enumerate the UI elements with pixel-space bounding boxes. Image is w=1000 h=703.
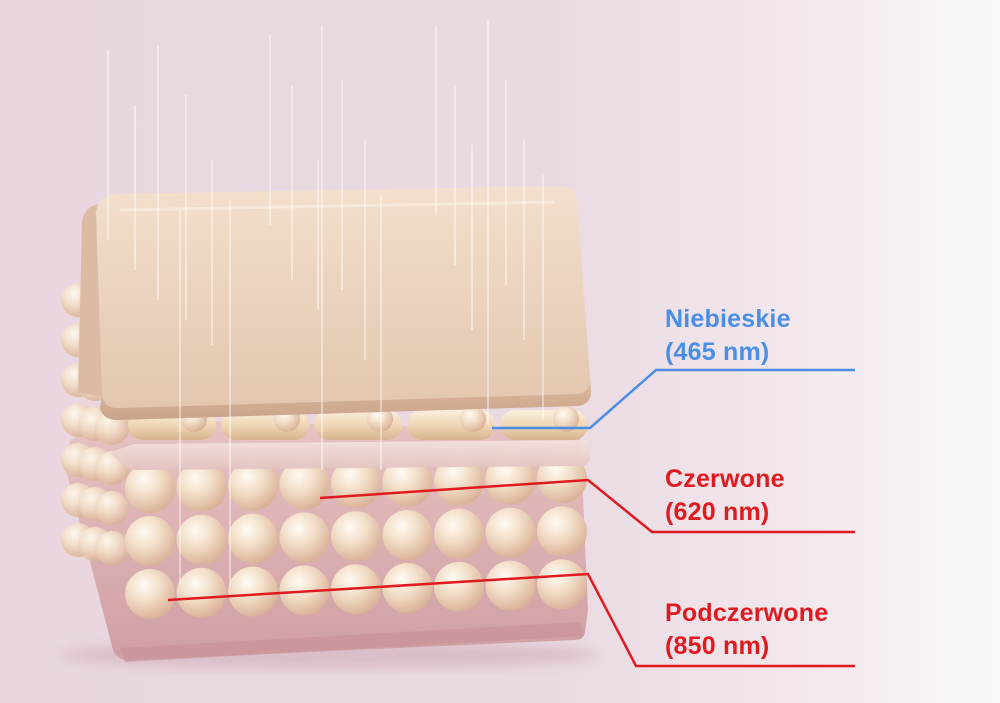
- infrared-light-name: Podczerwone: [665, 599, 829, 627]
- capsule-bead: [553, 406, 579, 432]
- pearl-cell: [176, 567, 227, 618]
- pearl-cell: [176, 461, 227, 512]
- red-light-beams: [104, 1, 385, 589]
- pearl-cell: [485, 560, 536, 611]
- pearl-cell: [125, 516, 175, 566]
- infrared-leader-line: [167, 572, 855, 668]
- pearl-cell: [537, 506, 587, 557]
- blue-light-beams: [432, 0, 547, 429]
- pearl-cell: [382, 510, 433, 560]
- pearl-cell: [279, 512, 330, 563]
- red-light-wavelength: (620 nm): [665, 498, 770, 526]
- pearl-cell: [331, 511, 381, 562]
- pearl-cell: [434, 561, 484, 612]
- pearl-cell: [485, 454, 536, 505]
- pearl-cell: [125, 463, 175, 513]
- side-pearl: [95, 531, 129, 565]
- side-pearl: [95, 491, 129, 525]
- pearl-cell: [434, 455, 484, 506]
- pearl-cell: [125, 569, 175, 619]
- pearl-cell: [228, 566, 278, 617]
- infrared-light-wavelength: (850 nm): [665, 632, 770, 660]
- pearl-cell: [228, 513, 278, 564]
- pearl-cell: [382, 563, 433, 613]
- pearl-cell: [382, 457, 433, 507]
- pearl-cell: [537, 559, 587, 610]
- red-light-name: Czerwone: [665, 465, 785, 493]
- pearl-cell: [279, 459, 330, 510]
- blue-light-wavelength: (465 nm): [665, 338, 770, 366]
- pearl-cell: [485, 507, 536, 558]
- pearl-cell: [176, 514, 227, 565]
- capsule-bead: [460, 406, 486, 432]
- pearl-cell: [228, 460, 278, 511]
- top-layer: [78, 186, 591, 420]
- red-leader-line: [319, 478, 855, 534]
- pearl-cell-grid: [125, 453, 587, 619]
- pearl-cell: [434, 508, 484, 559]
- blue-light-name: Niebieskie: [665, 305, 791, 333]
- blue-leader-line: [492, 368, 855, 430]
- infrared-light-label: Podczerwone (850 nm): [665, 597, 828, 663]
- red-light-label: Czerwone (620 nm): [665, 463, 785, 529]
- blue-light-label: Niebieskie (465 nm): [665, 303, 791, 369]
